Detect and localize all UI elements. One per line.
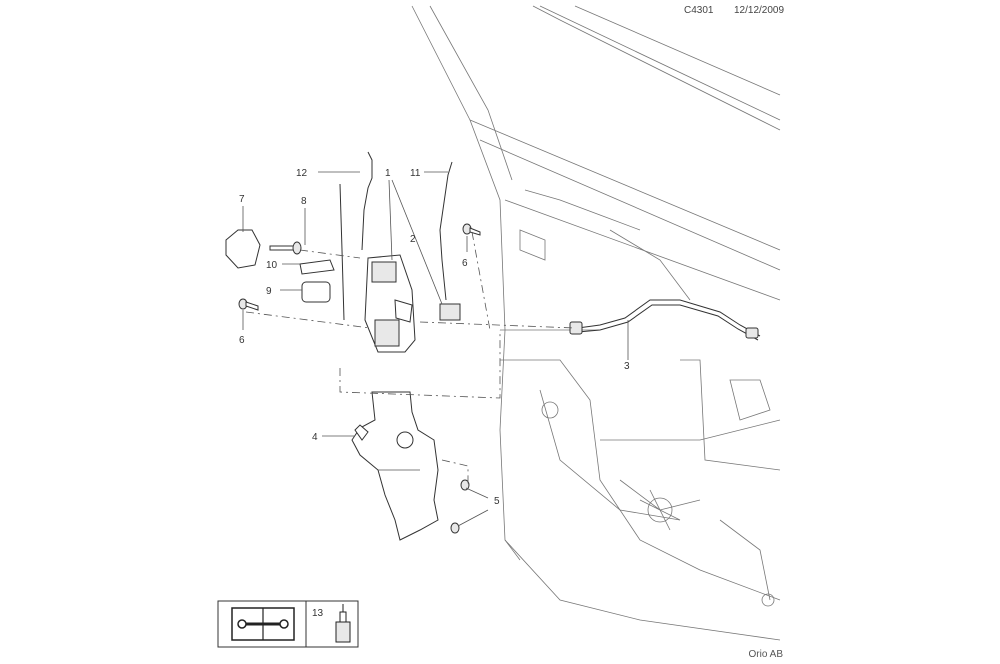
callout-11: 11 [410, 168, 421, 179]
bolt-6-right [462, 223, 481, 236]
callout-10: 10 [266, 260, 278, 271]
cable-3 [569, 299, 761, 341]
callout-8: 8 [301, 196, 307, 207]
callout-9: 9 [266, 286, 272, 297]
callout-12: 12 [296, 168, 308, 179]
lock-cover-4 [351, 391, 439, 541]
door-lock-unit [364, 254, 416, 353]
screw-5-lower [450, 522, 460, 534]
callout-13: 13 [312, 608, 324, 619]
screw-5-upper [460, 479, 470, 491]
drawing-date: 12/12/2009 [734, 5, 785, 16]
brand-footer: Orio AB [748, 649, 783, 660]
legend-box: 13 [217, 600, 359, 648]
part-7 [225, 229, 261, 269]
grommet-10 [299, 259, 335, 275]
callout-1: 1 [385, 168, 391, 179]
rod-11 [439, 161, 453, 301]
screw-8 [269, 241, 302, 255]
connector-2 [439, 303, 461, 321]
leader-lines [242, 171, 629, 527]
callout-2: 2 [410, 234, 416, 245]
bolt-6-left [238, 298, 259, 311]
assembly-lines [245, 231, 576, 485]
rod-12 [361, 151, 373, 251]
callout-4: 4 [312, 432, 318, 443]
callout-6-right: 6 [462, 258, 468, 269]
lubricant-tube-icon [335, 604, 351, 643]
callout-3: 3 [624, 361, 630, 372]
callout-6-left: 6 [239, 335, 245, 346]
drawing-code: C4301 [684, 5, 714, 16]
seal-9 [301, 281, 331, 303]
door-body-outline [411, 5, 781, 641]
rod-10-upper [339, 183, 345, 321]
manual-tools-icon [231, 607, 295, 641]
callout-5: 5 [494, 496, 500, 507]
callout-7: 7 [239, 194, 245, 205]
